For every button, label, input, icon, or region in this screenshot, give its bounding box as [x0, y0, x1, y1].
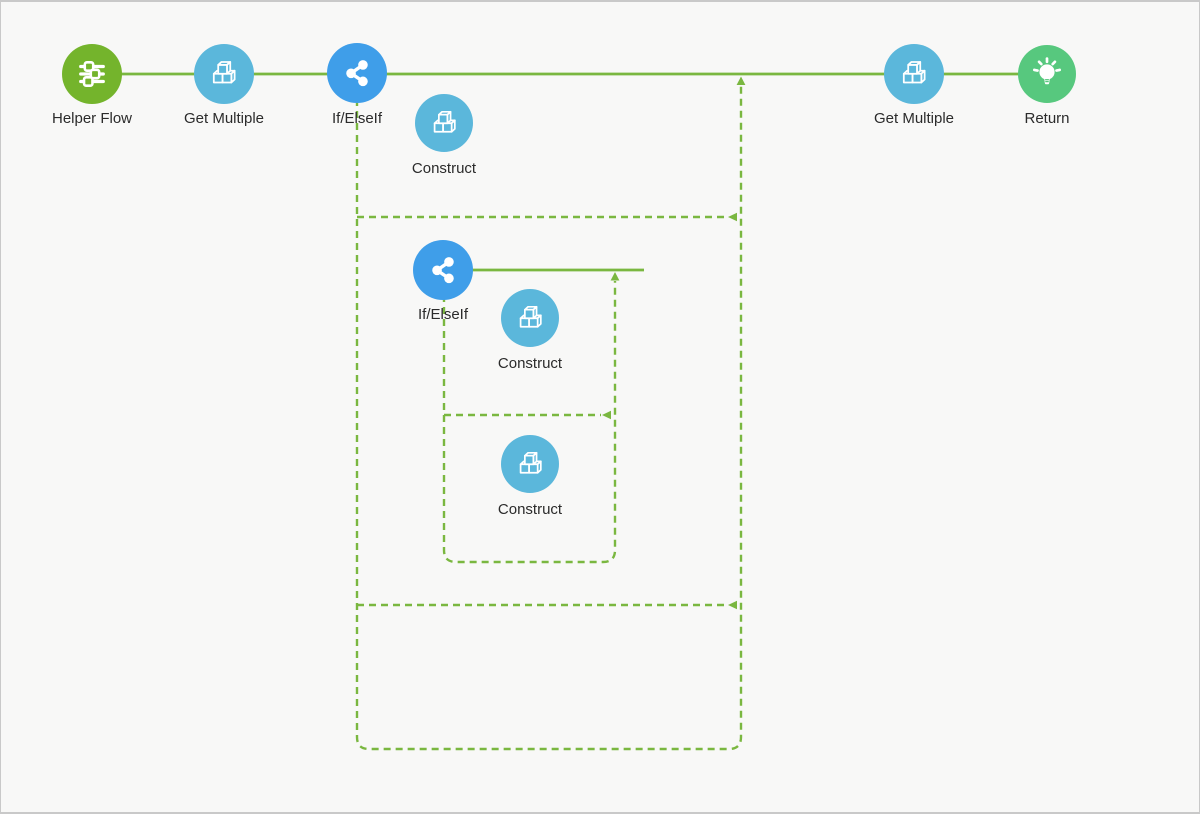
inner-branch-box [442, 271, 617, 564]
node-construct-3[interactable] [501, 435, 559, 493]
share-icon [432, 257, 454, 284]
node-construct-1[interactable] [415, 94, 473, 152]
node-label-helper-flow: Helper Flow [51, 110, 133, 127]
inner-merge-arrowhead [610, 272, 620, 281]
node-label-get-multiple-1: Get Multiple [183, 110, 265, 127]
cubes-icon [519, 451, 542, 474]
lightbulb-icon [1032, 57, 1062, 85]
divider-2-arrowhead [728, 600, 737, 610]
node-label-construct-2: Construct [497, 355, 563, 372]
node-helper-flow[interactable] [62, 44, 122, 104]
sliders-icon [79, 61, 105, 87]
cubes-icon [519, 305, 542, 328]
node-construct-2[interactable] [501, 289, 559, 347]
outer-merge-arrowhead [736, 76, 746, 85]
node-label-return: Return [1024, 110, 1070, 127]
node-label-construct-3: Construct [497, 501, 563, 518]
inner-divider-arrowhead [602, 410, 611, 420]
node-label-construct-1: Construct [411, 160, 477, 177]
node-label-get-multiple-2: Get Multiple [873, 110, 955, 127]
cubes-icon [902, 61, 926, 84]
node-get-multiple-1[interactable] [194, 44, 254, 104]
node-return[interactable] [1018, 45, 1076, 103]
outer-branch-box [355, 75, 743, 751]
node-if-elseif-1[interactable] [327, 43, 387, 103]
node-label-if-elseif-1: If/ElseIf [331, 110, 383, 127]
node-get-multiple-2[interactable] [884, 44, 944, 104]
share-icon [346, 60, 368, 87]
cubes-icon [212, 61, 236, 84]
divider-1-arrowhead [728, 212, 737, 222]
node-label-if-elseif-2: If/ElseIf [417, 306, 469, 323]
cubes-icon [433, 110, 456, 133]
node-if-elseif-2[interactable] [413, 240, 473, 300]
